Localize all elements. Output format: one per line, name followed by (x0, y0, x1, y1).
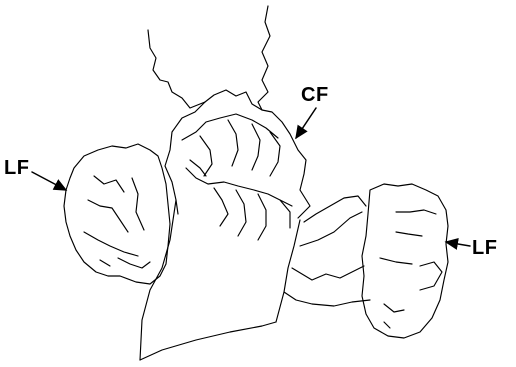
arrow-center-fold (296, 108, 316, 138)
arrow-right-fold (446, 242, 470, 246)
label-arrows (32, 108, 470, 246)
lower-trunk (140, 196, 370, 360)
right-fold (362, 184, 448, 338)
left-fold (64, 144, 170, 284)
central-fold (165, 90, 310, 240)
label-central-fold: CF (301, 85, 329, 105)
label-right-fold: LF (472, 238, 497, 258)
upper-stalk (148, 6, 270, 110)
label-left-fold: LF (4, 158, 29, 178)
arrow-left-fold (32, 172, 66, 190)
